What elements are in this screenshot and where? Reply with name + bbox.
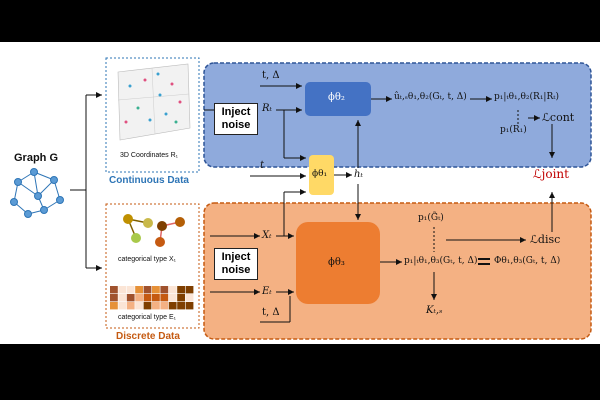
heatmap-cell bbox=[152, 294, 160, 302]
heatmap-cell bbox=[143, 294, 152, 302]
heatmap-cell bbox=[118, 302, 127, 310]
p-cond-top: p₁|ₜθ₁,θ₂(R₁|Rₜ) bbox=[494, 92, 559, 102]
p1-tilde: p₁(G̃ₜ) bbox=[418, 213, 444, 223]
discrete-caption-e: categorical type E₁ bbox=[118, 314, 177, 321]
heatmap-cell bbox=[110, 302, 118, 310]
categorical-e-heatmap bbox=[110, 286, 194, 310]
heatmap-cell bbox=[135, 286, 143, 294]
heatmap-cell bbox=[135, 294, 143, 302]
phi2-block bbox=[305, 82, 371, 116]
heatmap-cell bbox=[160, 286, 169, 294]
t-delta-top: t, Δ bbox=[262, 70, 280, 81]
t-delta-bottom: t, Δ bbox=[262, 307, 280, 318]
phi3-block bbox=[296, 222, 380, 304]
heatmap-cell bbox=[143, 302, 152, 310]
heatmap-cell bbox=[110, 286, 118, 294]
loss-disc: ℒdisc bbox=[530, 233, 561, 246]
heatmap-cell bbox=[160, 294, 169, 302]
graph-g-icon bbox=[10, 168, 64, 218]
heatmap-cell bbox=[118, 286, 127, 294]
heatmap-cell bbox=[135, 302, 143, 310]
categorical-x-thumb bbox=[123, 214, 185, 247]
x-t-label: Xₜ bbox=[262, 230, 272, 241]
heatmap-cell bbox=[126, 294, 135, 302]
heatmap-cell bbox=[168, 286, 177, 294]
heatmap-cell bbox=[152, 286, 160, 294]
heatmap-cell bbox=[118, 294, 127, 302]
heatmap-cell bbox=[160, 302, 169, 310]
heatmap-cell bbox=[168, 302, 177, 310]
branch-arrows bbox=[70, 92, 102, 271]
phi1-block bbox=[309, 155, 334, 195]
heatmap-cell bbox=[177, 294, 185, 302]
big-phi: Φθ₁,θ₃(Gₜ, t, Δ) bbox=[494, 256, 561, 266]
phi2-label: ϕθ₂ bbox=[328, 92, 345, 103]
phi1-label: ϕθ₁ bbox=[312, 169, 328, 179]
continuous-panel-bg bbox=[203, 62, 592, 168]
inject-noise-bottom: Inject noise bbox=[214, 248, 258, 280]
heatmap-cell bbox=[185, 294, 194, 302]
heatmap-cell bbox=[126, 286, 135, 294]
heatmap-cell bbox=[126, 302, 135, 310]
u-hat-label: ûₜ,ₛθ₁,θ₂(Gₜ, t, Δ) bbox=[394, 92, 467, 102]
scatter-3d-thumb bbox=[117, 63, 191, 141]
loss-cont: ℒcont bbox=[542, 111, 575, 124]
continuous-title: Continuous Data bbox=[109, 175, 189, 186]
k-ts-label: Kₜ,ₛ bbox=[426, 305, 443, 316]
heatmap-cell bbox=[143, 286, 152, 294]
heatmap-cell bbox=[185, 302, 194, 310]
heatmap-cell bbox=[110, 294, 118, 302]
loss-joint: ℒjoint bbox=[533, 167, 569, 181]
graph-title: Graph G bbox=[14, 152, 59, 164]
p-cond-bottom: p₁|ₜθ₁,θ₃(Gₜ, t, Δ) bbox=[404, 256, 478, 266]
heatmap-cell bbox=[152, 302, 160, 310]
p1-top: p₁(R₁) bbox=[500, 125, 527, 135]
inject-noise-top: Inject noise bbox=[214, 103, 258, 135]
discrete-panel-bg bbox=[203, 202, 592, 340]
continuous-caption: 3D Coordinates R₁ bbox=[120, 152, 178, 159]
heatmap-cell bbox=[177, 302, 185, 310]
e-t-label: Eₜ bbox=[262, 286, 272, 297]
heatmap-cell bbox=[185, 286, 194, 294]
discrete-title: Discrete Data bbox=[116, 331, 180, 342]
discrete-caption-x: categorical type X₁ bbox=[118, 256, 177, 263]
r-t-label: Rₜ bbox=[262, 103, 272, 114]
heatmap-cell bbox=[168, 294, 177, 302]
equals-sign bbox=[478, 258, 490, 265]
heatmap-cell bbox=[177, 286, 185, 294]
h-t-label: hₜ bbox=[354, 169, 363, 180]
phi3-label: ϕθ₃ bbox=[328, 257, 345, 268]
t-middle: t bbox=[260, 160, 265, 171]
